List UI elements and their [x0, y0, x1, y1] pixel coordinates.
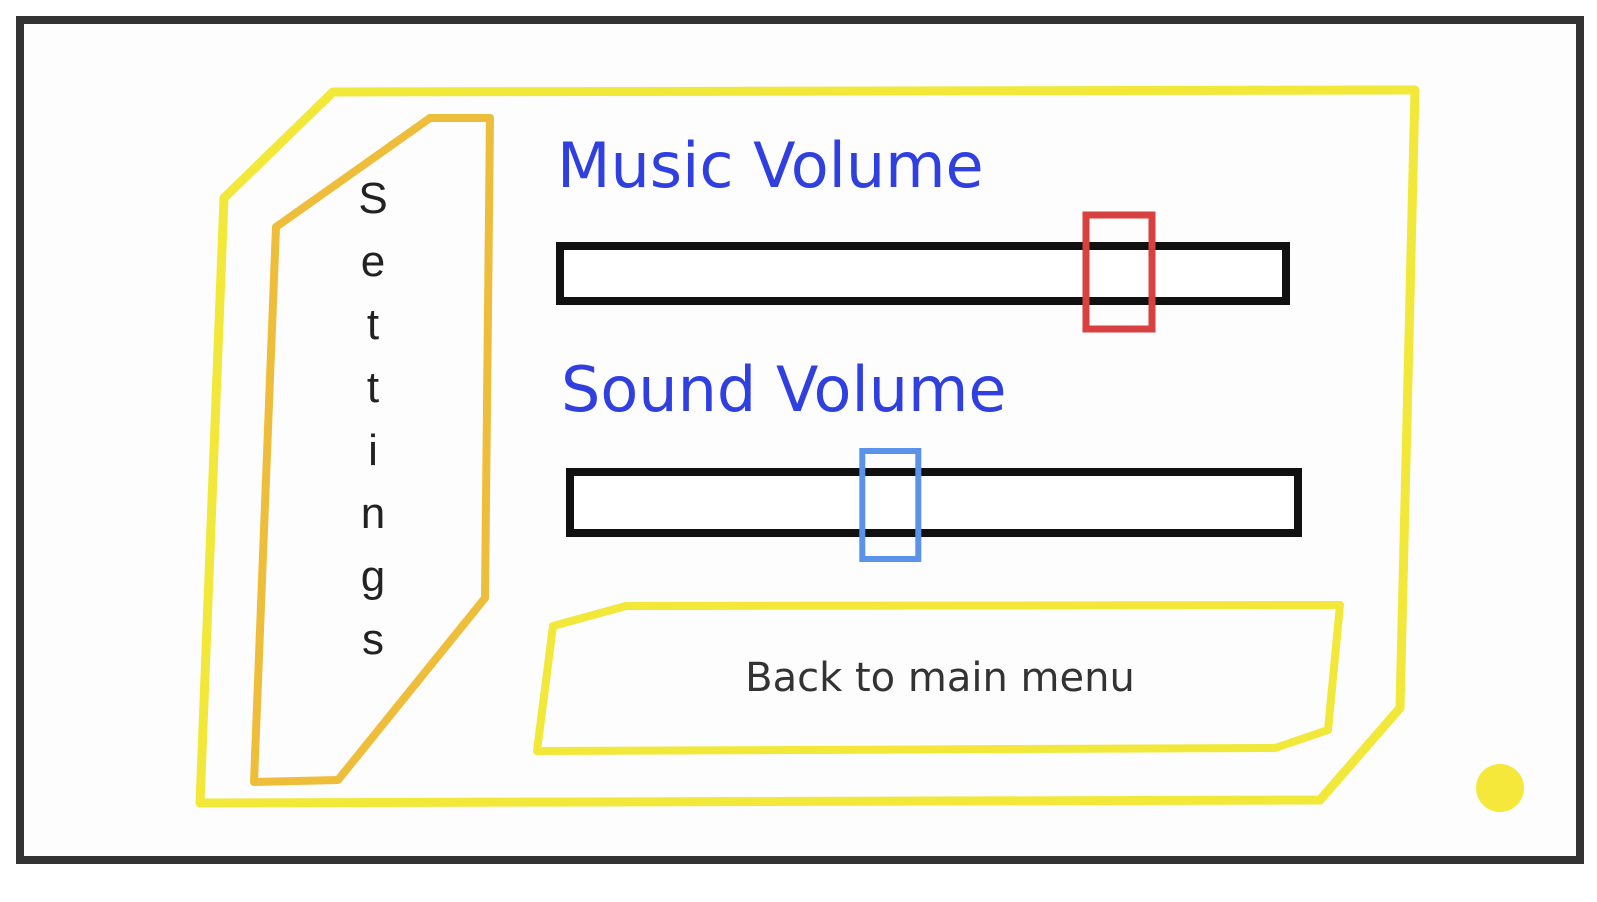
- sidebar-title-letter: t: [366, 300, 380, 349]
- sound-slider-track: [566, 468, 1302, 537]
- back-to-main-menu-label: Back to main menu: [745, 655, 1135, 701]
- sidebar-title-letter: g: [360, 552, 386, 601]
- settings-panel-outline: [195, 85, 1420, 808]
- sidebar-title-letter: t: [366, 363, 380, 412]
- sidebar-title-letter: n: [360, 489, 386, 538]
- sound-volume-slider[interactable]: [566, 448, 1302, 562]
- screen-frame: [16, 16, 1584, 864]
- corner-dot-icon: [1476, 764, 1524, 812]
- back-to-main-menu-button[interactable]: Back to main menu: [540, 606, 1340, 750]
- music-volume-slider[interactable]: [556, 212, 1290, 332]
- sound-volume-label: Sound Volume: [561, 353, 1007, 426]
- music-slider-track: [556, 242, 1290, 305]
- sidebar-title-letter: S: [358, 174, 388, 223]
- sidebar-outline: [250, 114, 494, 786]
- back-button-outline: [533, 601, 1344, 755]
- sidebar-title-letter: i: [368, 426, 378, 475]
- sidebar-title-letter: e: [360, 237, 386, 286]
- music-volume-label: Music Volume: [557, 129, 984, 202]
- sidebar-title-letter: s: [362, 615, 384, 664]
- music-slider-knob[interactable]: [1082, 211, 1156, 333]
- sound-slider-knob[interactable]: [859, 448, 922, 562]
